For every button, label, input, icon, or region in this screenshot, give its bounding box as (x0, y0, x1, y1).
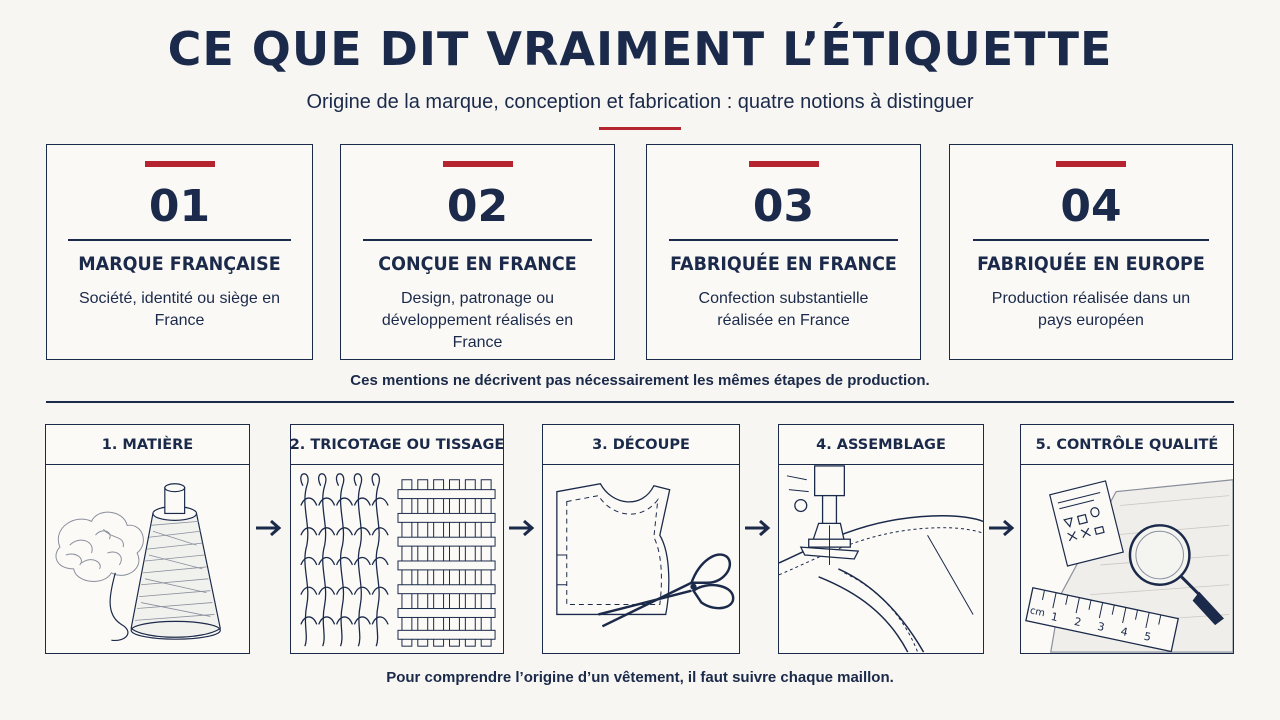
concept-card-02: 02 CONÇUE EN FRANCE Design, patronage ou… (340, 144, 615, 360)
arrow-right-icon (745, 519, 771, 537)
step-label: 1. MATIÈRE (46, 425, 249, 465)
ruler-label: 2 (1073, 615, 1082, 629)
card-accent-bar (442, 161, 513, 167)
card-title: FABRIQUÉE EN EUROPE (977, 253, 1205, 275)
thread-spool-icon (46, 465, 249, 653)
section-divider (46, 401, 1234, 403)
page-title: CE QUE DIT VRAIMENT L’ÉTIQUETTE (167, 22, 1113, 76)
card-divider (362, 239, 593, 241)
page-subtitle: Origine de la marque, conception et fabr… (306, 91, 974, 113)
footer-caption: Pour comprendre l’origine d’un vêtement,… (386, 669, 894, 686)
sewing-machine-icon (779, 465, 983, 653)
card-divider (68, 239, 291, 241)
step-tricotage-tissage: 2. TRICOTAGE OU TISSAGE (290, 424, 504, 654)
step-label: 5. CONTRÔLE QUALITÉ (1021, 425, 1233, 465)
magnifier-label-icon: cm 1 2 3 4 5 (1021, 465, 1233, 653)
ruler-label: 3 (1096, 620, 1106, 634)
card-divider (668, 239, 899, 241)
card-title: CONÇUE EN FRANCE (378, 253, 577, 275)
step-label: 3. DÉCOUPE (543, 425, 739, 465)
scissors-pattern-icon (543, 465, 739, 653)
concept-card-03: 03 FABRIQUÉE EN FRANCE Confection substa… (646, 144, 921, 360)
card-title: FABRIQUÉE EN FRANCE (670, 253, 897, 275)
ruler-label: 5 (1143, 630, 1152, 644)
card-title: MARQUE FRANÇAISE (78, 253, 281, 275)
mentions-note: Ces mentions ne décrivent pas nécessaire… (350, 372, 930, 389)
card-accent-bar (144, 161, 215, 167)
step-decoupe: 3. DÉCOUPE (542, 424, 740, 654)
concept-card-01: 01 MARQUE FRANÇAISE Société, identité ou… (46, 144, 313, 360)
knit-weave-icon (291, 465, 503, 653)
arrow-right-icon (989, 519, 1015, 537)
ruler-label: 4 (1120, 625, 1130, 639)
card-number: 01 (148, 181, 211, 232)
card-accent-bar (1056, 161, 1126, 167)
step-controle-qualite: 5. CONTRÔLE QUALITÉ cm 1 2 3 4 (1020, 424, 1234, 654)
card-number: 03 (752, 181, 815, 232)
card-number: 02 (446, 181, 509, 232)
ruler-label: cm (1029, 605, 1046, 619)
step-assemblage: 4. ASSEMBLAGE (778, 424, 984, 654)
card-number: 04 (1060, 181, 1122, 232)
arrow-right-icon (256, 519, 282, 537)
step-matiere: 1. MATIÈRE (45, 424, 250, 654)
card-description: Société, identité ou siège en France (78, 290, 281, 329)
subtitle-accent-rule (599, 127, 681, 130)
step-label: 4. ASSEMBLAGE (779, 425, 983, 465)
card-divider (972, 239, 1210, 241)
card-accent-bar (748, 161, 819, 167)
arrow-right-icon (509, 519, 535, 537)
step-label: 2. TRICOTAGE OU TISSAGE (290, 425, 504, 465)
card-description: Production réalisée dans un pays europée… (991, 290, 1191, 329)
card-description: Confection substantielle réalisée en Fra… (698, 290, 869, 329)
card-description: Design, patronage ou développement réali… (381, 290, 574, 351)
concept-card-04: 04 FABRIQUÉE EN EUROPE Production réalis… (949, 144, 1233, 360)
ruler-label: 1 (1050, 610, 1059, 624)
